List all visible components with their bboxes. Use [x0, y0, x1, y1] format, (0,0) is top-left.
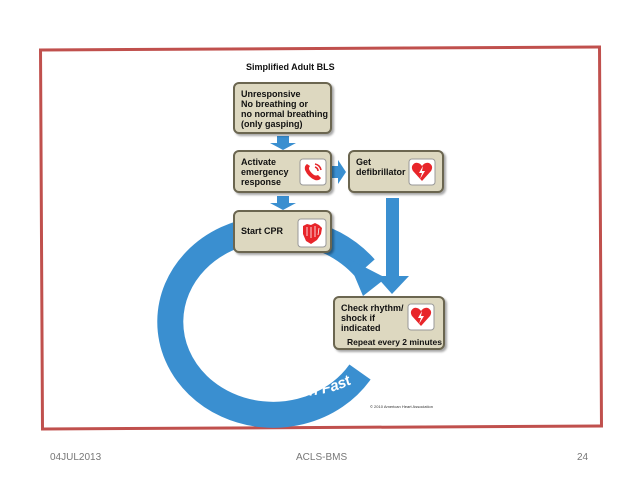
cycle-arrow-ring [157, 215, 371, 428]
step-get-defibrillator: Get defibrillator [348, 150, 444, 193]
footer-course: ACLS-BMS [296, 452, 348, 463]
down-arrow-long [376, 276, 409, 294]
step-activate: Activate emergency response [233, 150, 332, 193]
heart-defibrillator-icon [407, 303, 435, 331]
step-unresponsive: Unresponsive No breathing or no normal b… [233, 82, 332, 134]
footer-date: 04JUL2013 [50, 452, 102, 463]
footer-page-number: 24 [577, 452, 589, 463]
right-arrow [338, 160, 346, 184]
hands-cpr-icon [297, 218, 327, 248]
step-check-text: Check rhythm/ shock if indicated [341, 303, 404, 333]
step-cpr-text: Start CPR [241, 226, 284, 236]
step-check-rhythm: Check rhythm/ shock if indicated Repeat … [333, 296, 445, 350]
step-repeat-text: Repeat every 2 minutes [347, 337, 442, 347]
step-activate-text: Activate emergency response [241, 157, 289, 187]
down-arrow-1 [270, 143, 296, 150]
copyright-note: © 2010 American Heart Association [370, 404, 433, 409]
phone-icon [299, 158, 327, 186]
down-arrow-2 [270, 203, 296, 210]
step-unresponsive-text: Unresponsive No breathing or no normal b… [241, 89, 329, 129]
step-defib-text: Get defibrillator [356, 157, 406, 177]
step-start-cpr: Start CPR [233, 210, 332, 253]
heart-defibrillator-icon [408, 158, 436, 186]
cycle-arrowhead [347, 258, 386, 296]
diagram-title: Simplified Adult BLS [246, 62, 335, 72]
